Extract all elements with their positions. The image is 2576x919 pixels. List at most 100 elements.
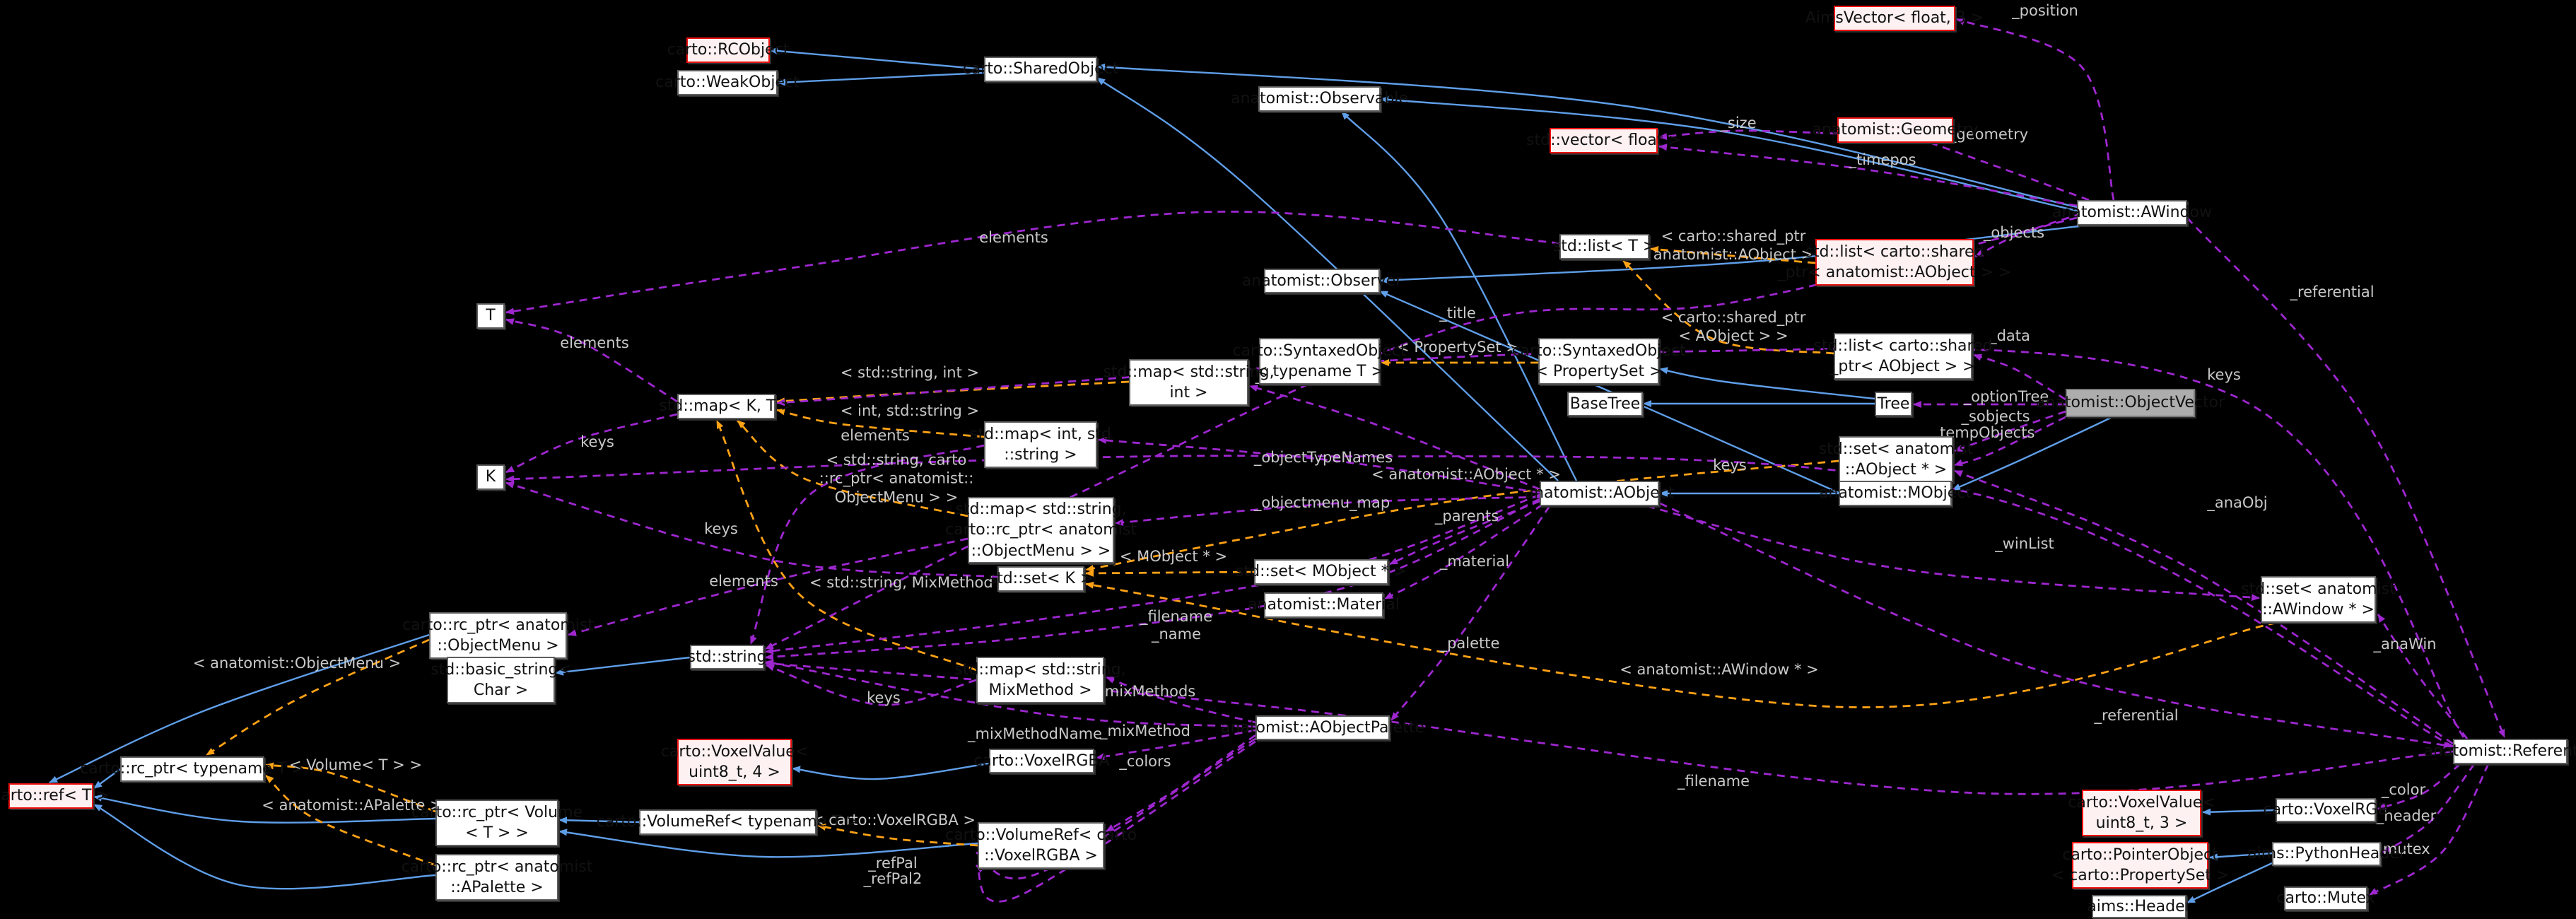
edge-use-55: [1390, 505, 1551, 721]
edge-inherit-1: [777, 71, 985, 86]
class-node-objectvector[interactable]: anatomist::ObjectVector: [2036, 389, 2225, 417]
edge-inherit-16: [93, 794, 436, 824]
class-node-setaobject[interactable]: std::set< anatomist ::AObject * >: [1819, 436, 1973, 483]
edge-use-53: [1389, 500, 1540, 566]
class-node-aimsheader[interactable]: aims::Header: [2087, 895, 2191, 918]
class-node-geometry[interactable]: anatomist::Geometry: [1812, 117, 1979, 143]
edge-inherit-0: [769, 47, 985, 71]
class-node-rcptrapalette[interactable]: carto::rc_ptr< anatomist ::APalette >: [402, 854, 592, 901]
edge-use-67: [765, 660, 1256, 728]
edge-inherit-17: [93, 803, 436, 890]
edge-inherit-4: [1341, 111, 1578, 481]
edge-use-68: [1096, 729, 1256, 761]
class-node-basetree[interactable]: BaseTree: [1567, 392, 1643, 416]
class-node-mapKT[interactable]: std::map< K, T >: [659, 394, 794, 419]
edge-template-36: [817, 823, 978, 847]
class-node-mapintstring[interactable]: std::map< int, std ::string >: [970, 421, 1111, 468]
class-node-mapstringint[interactable]: std::map< std::string, int >: [1103, 359, 1275, 406]
class-node-weakobject[interactable]: carto::WeakObject: [655, 70, 800, 95]
class-node-T[interactable]: T: [476, 303, 505, 329]
edge-use-78: [766, 664, 977, 706]
edge-use-42: [2186, 217, 2506, 738]
edge-template-27: [776, 408, 985, 438]
edge-inherit-22: [2186, 862, 2273, 904]
class-node-sharedobject[interactable]: carto::SharedObject: [963, 57, 1118, 82]
edge-use-74: [505, 211, 1560, 315]
edge-use-49: [1954, 416, 2066, 467]
class-node-refT[interactable]: carto::ref< T >: [0, 783, 110, 809]
edge-use-76: [749, 444, 985, 645]
class-node-pointerobject[interactable]: carto::PointerObject < carto::PropertySe…: [2051, 842, 2229, 889]
edge-use-75: [505, 481, 998, 578]
edge-inherit-6: [1380, 224, 2086, 284]
edge-inherit-13: [558, 816, 640, 824]
edge-template-29: [715, 420, 977, 672]
edge-use-72: [505, 318, 678, 403]
class-node-aobject[interactable]: anatomist::AObject: [1525, 481, 1674, 506]
edge-template-23: [1650, 245, 1816, 264]
class-node-aobjectpalette[interactable]: anatomist::AObjectPalette: [1221, 715, 1424, 740]
class-node-aimsvector[interactable]: AimsVector< float, 3 >: [1805, 6, 1984, 31]
class-node-K[interactable]: K: [476, 464, 505, 490]
class-node-mapstringmenu[interactable]: std::map< std::string, carto::rc_ptr< an…: [945, 497, 1137, 563]
edge-use-59: [2377, 614, 2469, 739]
class-node-voxelrgb[interactable]: carto::VoxelRGB: [2263, 798, 2389, 822]
edge-use-45: [505, 455, 2454, 748]
class-node-listT[interactable]: std::list< T >: [1553, 234, 1656, 259]
class-node-rcptrtypename[interactable]: carto::rc_ptr< typename T >: [80, 756, 305, 782]
edge-use-50: [1249, 385, 1540, 491]
class-node-setK[interactable]: std::set< K >: [989, 566, 1093, 592]
class-node-voxelrgba[interactable]: carto::VoxelRGBA: [973, 749, 1110, 773]
class-node-mobject[interactable]: anatomist::MObject: [1819, 481, 1972, 506]
edge-use-71: [975, 740, 1256, 903]
class-node-stdstring[interactable]: std::string: [687, 645, 767, 669]
edge-use-61: [2382, 763, 2476, 854]
edge-inherit-9: [1952, 416, 2113, 491]
class-node-observer[interactable]: anatomist::Observer: [1242, 269, 1402, 293]
class-node-rcptrobjectmenu[interactable]: carto::rc_ptr< anatomist ::ObjectMenu >: [402, 612, 594, 659]
edge-use-38: [1918, 137, 2090, 201]
class-node-voxelvalue4[interactable]: carto::VoxelValue< uint8_t, 4 >: [661, 739, 808, 785]
class-node-referential[interactable]: anatomist::Referential: [2424, 739, 2576, 764]
edge-template-24: [1622, 259, 1834, 355]
class-node-basicstring[interactable]: std::basic_string< Char >: [431, 657, 571, 703]
edge-use-64: [765, 493, 1540, 655]
class-node-pythonheader[interactable]: aims::PythonHeader: [2247, 842, 2406, 866]
edge-inherit-15: [93, 768, 121, 789]
class-node-material[interactable]: anatomist::Material: [1248, 592, 1400, 618]
class-node-vectorfloat[interactable]: std::vector< float >: [1526, 128, 1681, 153]
class-node-observable[interactable]: anatomist::Observable: [1231, 86, 1408, 112]
class-node-syntaxedPS[interactable]: carto::SyntaxedObject < PropertySet >: [1511, 338, 1686, 385]
class-node-volumerefrgba[interactable]: carto::VolumeRef< carto ::VoxelRGBA >: [945, 822, 1137, 869]
class-node-listsharedanat[interactable]: std::list< carto::shared _ptr< anatomist…: [1778, 239, 2011, 286]
edge-use-60: [2377, 763, 2461, 810]
class-node-mutex[interactable]: carto::Mutex: [2276, 886, 2375, 911]
edge-inherit-14: [558, 829, 978, 858]
class-node-listsharedaobj[interactable]: std::list< carto::shared _ptr< AObject >…: [1813, 333, 1993, 380]
edge-use-44: [776, 347, 2465, 738]
class-node-setmobject[interactable]: std::set< MObject * >: [1236, 559, 1407, 585]
edge-use-48: [1954, 410, 2066, 452]
edge-use-62: [2369, 763, 2490, 896]
class-node-tree[interactable]: Tree: [1875, 392, 1912, 416]
class-node-setawindow[interactable]: std::set< anatomist ::AWindow * >: [2241, 576, 2396, 623]
edge-use-69: [1106, 734, 1256, 833]
class-node-rcobject[interactable]: carto::RCObject: [667, 37, 789, 63]
edge-inherit-2: [1096, 63, 2078, 209]
class-node-volumereftypename[interactable]: carto::VolumeRef< typename T >: [597, 809, 859, 835]
class-node-voxelvalue3[interactable]: carto::VoxelValue< uint8_t, 3 >: [2068, 790, 2215, 836]
class-node-mapmixmethod[interactable]: std::map< std::string, MixMethod >: [954, 657, 1126, 703]
class-node-syntaxedT[interactable]: carto::SyntaxedObject < typename T >: [1232, 338, 1407, 385]
class-node-awindow[interactable]: anatomist::AWindow: [2052, 200, 2212, 226]
edge-inherit-20: [2202, 808, 2276, 816]
edge-use-41: [1974, 212, 2083, 258]
edge-inherit-18: [49, 633, 430, 784]
edge-template-32: [1085, 581, 2277, 708]
edge-inherit-3: [1380, 96, 2078, 212]
edge-use-56: [1646, 505, 2260, 602]
edge-use-66: [1106, 676, 1256, 724]
class-node-rcptrvolume[interactable]: carto::rc_ptr< Volume < T > >: [411, 800, 582, 846]
edge-use-65: [765, 498, 1540, 661]
